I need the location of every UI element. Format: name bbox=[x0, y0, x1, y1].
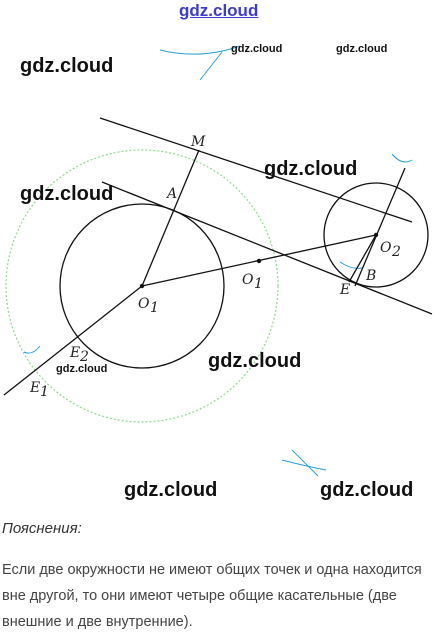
label-e1-sub: 1 bbox=[40, 384, 49, 400]
watermark-top: gdz.cloud bbox=[179, 1, 259, 20]
construction-arc-lower bbox=[23, 345, 41, 354]
circle-o1 bbox=[59, 203, 225, 369]
label-o1-sub: 1 bbox=[254, 276, 263, 292]
watermark-small: gdz.cloud bbox=[231, 43, 283, 55]
point-o1 bbox=[256, 258, 262, 264]
label-a: A bbox=[165, 186, 177, 202]
label-e2-sub: 2 bbox=[79, 349, 89, 365]
label-o-letter: O bbox=[138, 296, 150, 312]
label-m: M bbox=[190, 134, 206, 150]
watermark-big: gdz.cloud bbox=[124, 479, 218, 501]
watermark-big: gdz.cloud bbox=[20, 55, 114, 77]
construction-arc-top-2 bbox=[199, 51, 223, 81]
construction-arc-bottom-2 bbox=[291, 449, 319, 477]
construction-arc-mid bbox=[339, 261, 363, 269]
segment-e-o2 bbox=[348, 234, 377, 283]
label-o-sub: 1 bbox=[150, 300, 159, 316]
segment-o2-ray bbox=[354, 167, 406, 287]
label-e1-letter: E bbox=[29, 380, 40, 396]
segment-o-e1 bbox=[3, 285, 143, 396]
watermark-small: gdz.cloud bbox=[336, 43, 388, 55]
label-o2-sub: 2 bbox=[391, 244, 401, 260]
construction-arc-right bbox=[391, 153, 413, 163]
point-o bbox=[139, 283, 145, 289]
watermark-big: gdz.cloud bbox=[20, 183, 114, 205]
label-e: E bbox=[339, 282, 350, 298]
label-b: B bbox=[365, 268, 376, 284]
construction-arc-bottom bbox=[281, 459, 327, 471]
explanation-text: Если две окружности не имеют общих точек… bbox=[2, 562, 422, 630]
tangent-line-lower bbox=[101, 181, 433, 315]
segment-o-m bbox=[141, 149, 200, 287]
label-o1-letter: O bbox=[242, 272, 254, 288]
watermark-small: gdz.cloud bbox=[56, 363, 108, 375]
tangent-line-upper bbox=[99, 117, 413, 223]
construction-arc-top bbox=[159, 45, 241, 55]
label-e2-letter: E bbox=[69, 345, 80, 361]
helper-circle bbox=[5, 149, 279, 423]
watermark-big: gdz.cloud bbox=[208, 350, 302, 372]
geometry-figure: M A O 1 O 1 O 2 B E E 2 E 1 bbox=[3, 45, 433, 477]
circle-o2 bbox=[323, 182, 429, 288]
watermark-big: gdz.cloud bbox=[264, 158, 358, 180]
label-o2-letter: O bbox=[380, 240, 392, 256]
explanation-heading: Пояснения: bbox=[2, 520, 82, 537]
watermark-big: gdz.cloud bbox=[320, 479, 414, 501]
point-o2 bbox=[373, 232, 379, 238]
